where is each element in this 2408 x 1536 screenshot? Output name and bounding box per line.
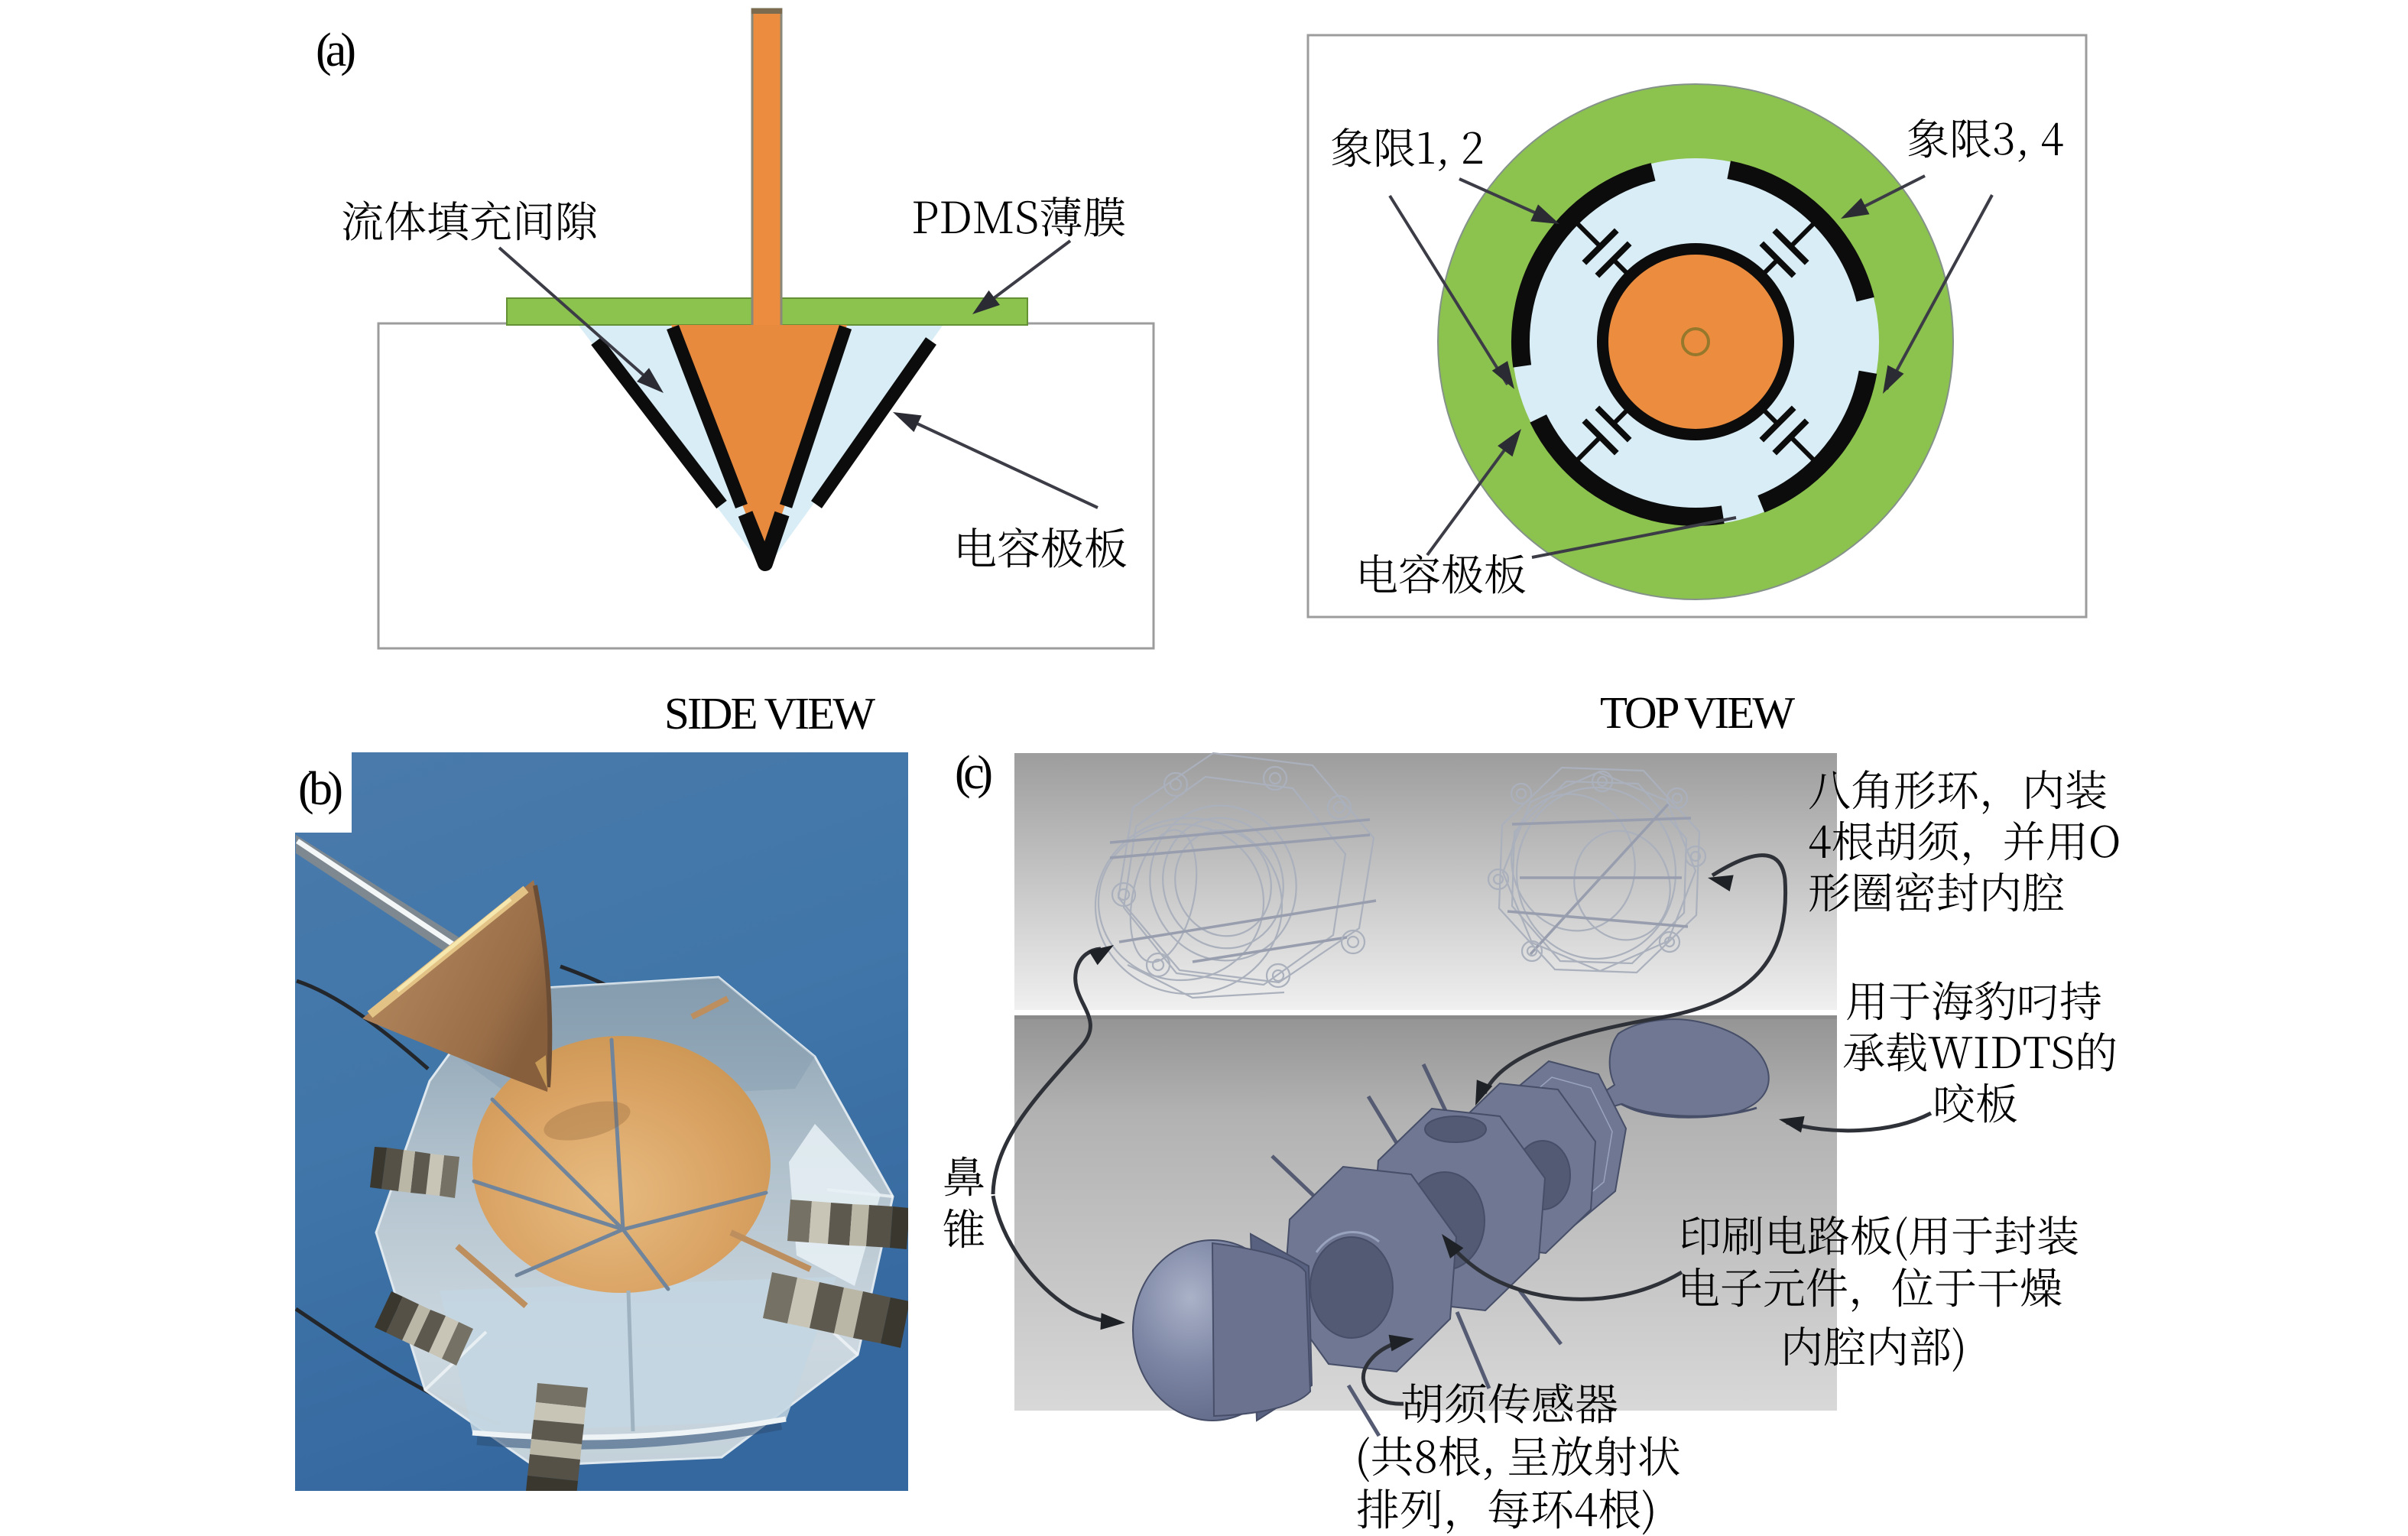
svg-text:SIDE VIEW: SIDE VIEW [664,688,875,739]
svg-text:TOP VIEW: TOP VIEW [1600,687,1795,738]
svg-text:(b): (b) [298,763,343,815]
svg-text:(a): (a) [316,24,356,76]
svg-text:(c): (c) [955,747,993,799]
